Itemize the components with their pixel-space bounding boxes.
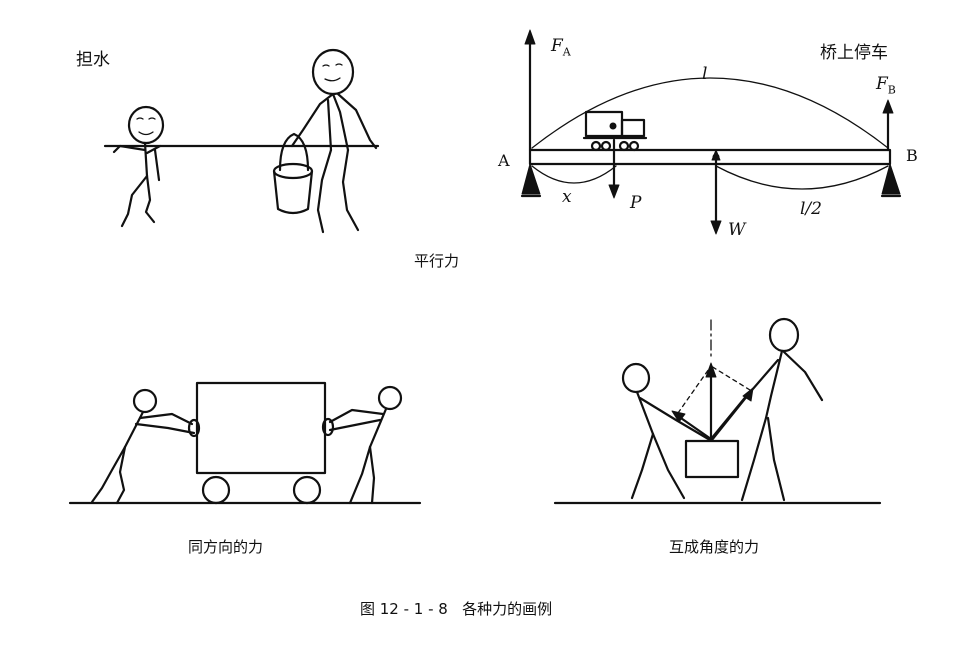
right-man-figure <box>710 317 824 502</box>
load-box <box>684 439 740 479</box>
pusher-figure <box>90 388 201 505</box>
load-p-label: P <box>630 193 642 213</box>
child-figure <box>112 105 165 228</box>
weight-w-label: W <box>728 220 746 240</box>
bridge-deck <box>528 148 892 166</box>
point-a-label: A <box>498 151 510 170</box>
distance-x-label: x <box>562 187 572 207</box>
adult-figure <box>290 48 378 234</box>
parallelogram-side-left <box>677 365 712 414</box>
support-a <box>521 163 541 195</box>
left-man-figure <box>621 362 712 500</box>
figure-caption: 图 12 - 1 - 8 各种力的画例 <box>360 600 553 618</box>
half-span-arc <box>715 165 889 190</box>
cart-illustration <box>68 381 422 505</box>
carry-water-label: 担水 <box>76 50 110 70</box>
cart-wheel-left <box>201 475 231 505</box>
angled-forces-caption: 互成角度的力 <box>669 538 760 556</box>
parallelogram-side-right <box>710 365 751 391</box>
cart-wheel-right <box>292 475 322 505</box>
carry-water-illustration <box>103 48 380 234</box>
truck <box>582 110 648 152</box>
force-a-label: FA <box>551 36 571 59</box>
left-force-arrow <box>676 414 713 441</box>
distance-x-arc <box>531 165 617 184</box>
puller-figure <box>321 385 403 505</box>
span-label: l <box>702 64 708 84</box>
point-b-label: B <box>906 146 918 165</box>
half-span-label: l/2 <box>800 199 822 219</box>
angled-forces-illustration <box>553 317 882 505</box>
force-b-label: FB <box>876 74 896 97</box>
cart-box <box>195 381 327 475</box>
water-bucket <box>272 132 314 215</box>
parallel-forces-caption: 平行力 <box>414 252 460 270</box>
support-b <box>881 163 901 195</box>
bridge-label: 桥上停车 <box>820 43 888 63</box>
same-direction-caption: 同方向的力 <box>188 538 264 556</box>
bridge-illustration <box>520 29 902 235</box>
span-arc <box>531 77 889 149</box>
